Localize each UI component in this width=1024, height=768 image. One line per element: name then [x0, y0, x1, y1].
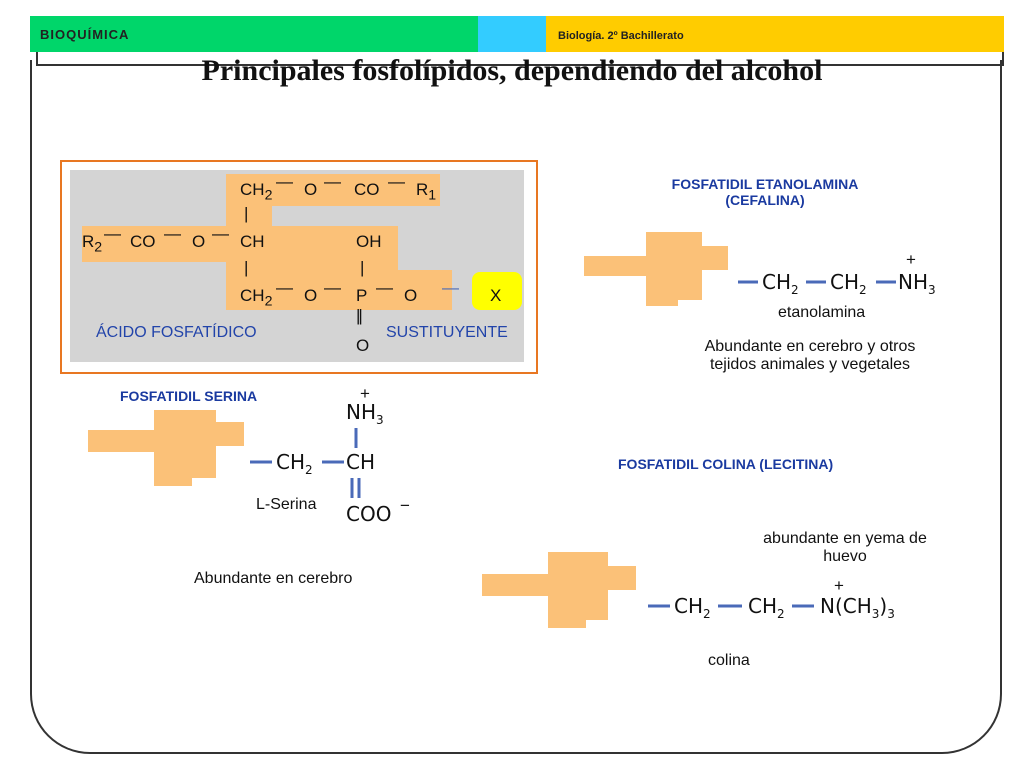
- ethanolamine-description: Abundante en cerebro y otros tejidos ani…: [650, 338, 970, 374]
- serine-title: FOSFATIDIL SERINA: [120, 388, 258, 404]
- bond-vertical: |: [360, 258, 365, 277]
- header-subject-label: BIOQUÍMICA: [40, 27, 130, 42]
- serine-ch2: CH2: [276, 450, 313, 477]
- header-course-label: Biología. 2º Bachillerato: [558, 30, 684, 42]
- p-atom: P: [356, 286, 368, 305]
- ethanolamine-desc-line1: Abundante en cerebro y otros: [704, 338, 916, 355]
- choline-charge: +: [834, 576, 844, 595]
- slide-title: Principales fosfolípidos, dependiendo de…: [201, 54, 823, 87]
- bond-vertical: |: [244, 258, 249, 277]
- acid-label: ÁCIDO FOSFATÍDICO: [96, 324, 257, 341]
- bond-dash: —: [104, 224, 121, 243]
- bond-dash: —: [276, 172, 293, 191]
- bond-dash: —: [376, 278, 393, 297]
- substituent-label: SUSTITUYENTE: [386, 324, 508, 341]
- ethanolamine-title-line1: FOSFATIDIL ETANOLAMINA: [671, 176, 859, 192]
- ethanolamine-charge: +: [906, 250, 916, 269]
- header-blue-block: [478, 16, 548, 58]
- bond-dash: —: [212, 224, 229, 243]
- choline-ch2-b: CH2: [748, 594, 785, 621]
- double-bond: ||: [356, 306, 363, 325]
- serine-ch: CH: [346, 450, 376, 474]
- ch2-bottom: CH2: [240, 286, 273, 310]
- r1: R1: [416, 180, 437, 204]
- bond-dash: —: [388, 172, 405, 191]
- o-bottom-row: O: [304, 286, 318, 305]
- ch2-top: CH2: [240, 180, 273, 204]
- bond-dash: —: [276, 278, 293, 297]
- bond-dash: —: [442, 278, 459, 297]
- bond-dash: —: [324, 278, 341, 297]
- ethanolamine-title-line2: (CEFALINA): [725, 192, 805, 208]
- choline-desc-line1: abundante en yema de: [763, 530, 927, 547]
- co-top: CO: [354, 180, 380, 199]
- choline-n-ch3: N(CH3)3: [820, 594, 895, 621]
- choline-name: colina: [708, 652, 750, 669]
- o-double: O: [356, 336, 370, 355]
- ethanolamine-nh3: NH3: [898, 270, 936, 297]
- o-middle: O: [192, 232, 206, 251]
- choline-desc-line2: huevo: [823, 548, 867, 565]
- choline-description: abundante en yema de huevo: [720, 530, 970, 566]
- serine-coo-charge: −: [400, 496, 410, 515]
- ch-middle: CH: [240, 232, 265, 251]
- ethanolamine-ch2-b: CH2: [830, 270, 867, 297]
- serine-name: L-Serina: [256, 496, 317, 513]
- serine-description: Abundante en cerebro: [194, 570, 353, 587]
- choline-title: FOSFATIDIL COLINA (LECITINA): [618, 456, 834, 472]
- bond-vertical: |: [244, 204, 249, 223]
- slide-frame: [30, 60, 1002, 754]
- o-top: O: [304, 180, 318, 199]
- ethanolamine-desc-line2: tejidos animales y vegetales: [709, 356, 911, 373]
- x-substituent: X: [490, 286, 502, 305]
- oh: OH: [356, 232, 382, 251]
- header-underline: [36, 52, 1004, 66]
- choline-ch2-a: CH2: [674, 594, 711, 621]
- header-green-bar: [30, 16, 480, 52]
- header-yellow-bar: [546, 16, 1004, 52]
- serine-nh3-charge: +: [360, 384, 370, 403]
- ethanolamine-title: FOSFATIDIL ETANOLAMINA (CEFALINA): [600, 176, 930, 208]
- serine-nh3: NH3: [346, 400, 384, 427]
- serine-coo: COO: [346, 502, 392, 526]
- co-middle: CO: [130, 232, 156, 251]
- bond-dash: —: [164, 224, 181, 243]
- o-ester: O: [404, 286, 418, 305]
- ethanolamine-name: etanolamina: [778, 304, 866, 321]
- ethanolamine-ch2-a: CH2: [762, 270, 799, 297]
- bond-dash: —: [324, 172, 341, 191]
- r2: R2: [82, 232, 103, 256]
